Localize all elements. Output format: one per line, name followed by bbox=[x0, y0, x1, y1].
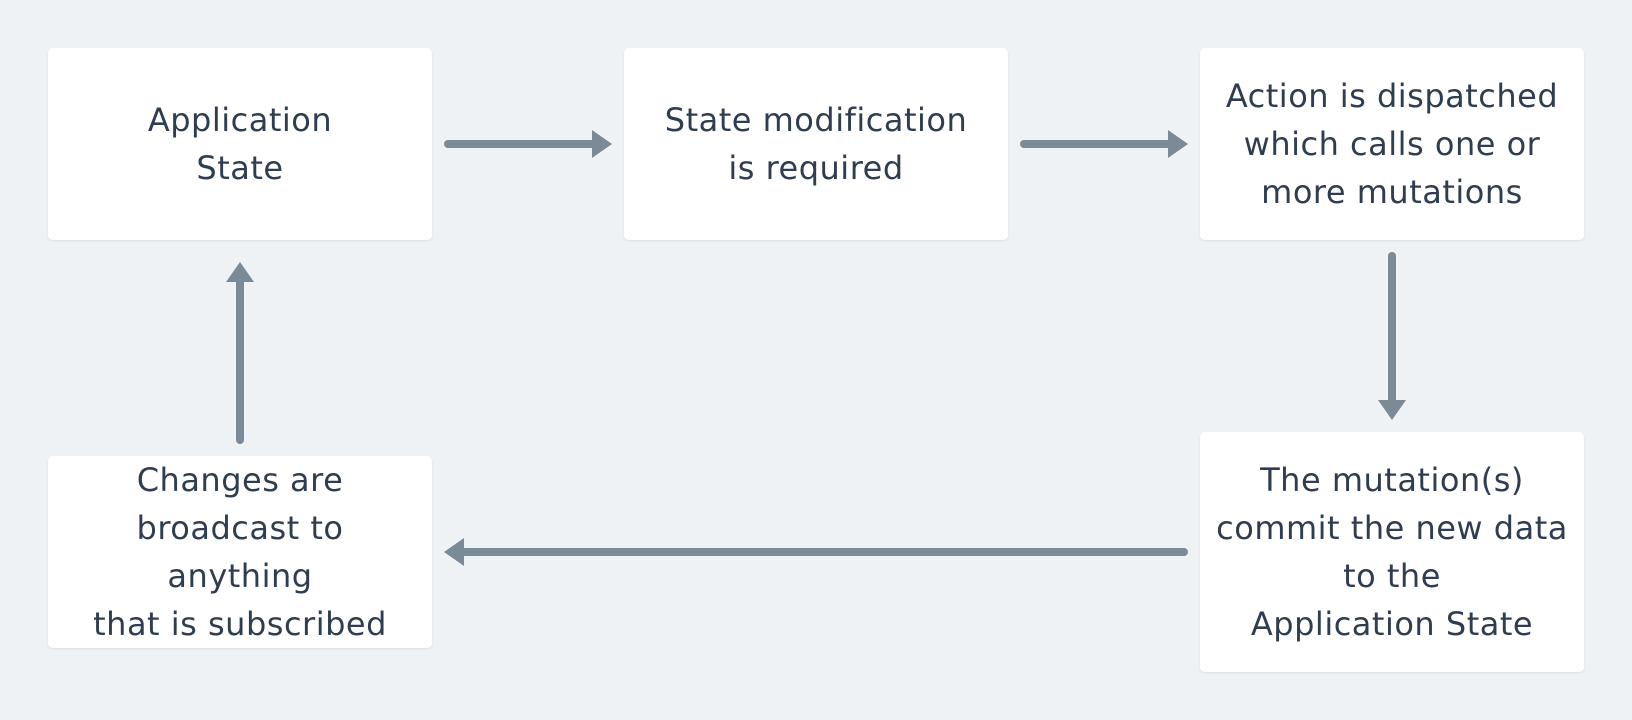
node-state-modification-label: State modification is required bbox=[665, 96, 967, 192]
arrow-mutation-to-broadcast-head bbox=[444, 538, 464, 566]
arrow-modification-to-action-head bbox=[1168, 130, 1188, 158]
node-label-line: which calls one or bbox=[1243, 125, 1541, 163]
node-label-line: more mutations bbox=[1261, 173, 1523, 211]
node-label-line: Action is dispatched bbox=[1225, 77, 1559, 115]
node-label-line: Changes are bbox=[136, 461, 344, 499]
node-label-line: that is subscribed bbox=[93, 605, 387, 643]
node-label-line: Application bbox=[147, 101, 333, 139]
node-label-line: The mutation(s) bbox=[1260, 461, 1524, 499]
node-label-line: broadcast to anything bbox=[136, 509, 344, 595]
node-label-line: Application State bbox=[1250, 605, 1534, 643]
node-label-line: State bbox=[196, 149, 284, 187]
node-action-dispatched-label: Action is dispatched which calls one or … bbox=[1226, 72, 1558, 216]
node-action-dispatched: Action is dispatched which calls one or … bbox=[1200, 48, 1584, 240]
node-mutation-commit-label: The mutation(s) commit the new data to t… bbox=[1216, 456, 1568, 648]
arrow-state-to-modification-head bbox=[592, 130, 612, 158]
node-application-state: Application State bbox=[48, 48, 432, 240]
node-mutation-commit: The mutation(s) commit the new data to t… bbox=[1200, 432, 1584, 672]
node-changes-broadcast: Changes are broadcast to anything that i… bbox=[48, 456, 432, 648]
arrow-broadcast-to-state-head bbox=[226, 262, 254, 282]
arrow-action-to-mutation-head bbox=[1378, 400, 1406, 420]
node-changes-broadcast-label: Changes are broadcast to anything that i… bbox=[64, 456, 416, 648]
node-label-line: is required bbox=[728, 149, 904, 187]
node-application-state-label: Application State bbox=[148, 96, 332, 192]
node-label-line: to the bbox=[1343, 557, 1441, 595]
node-state-modification: State modification is required bbox=[624, 48, 1008, 240]
node-label-line: State modification bbox=[664, 101, 968, 139]
node-label-line: commit the new data bbox=[1216, 509, 1568, 547]
